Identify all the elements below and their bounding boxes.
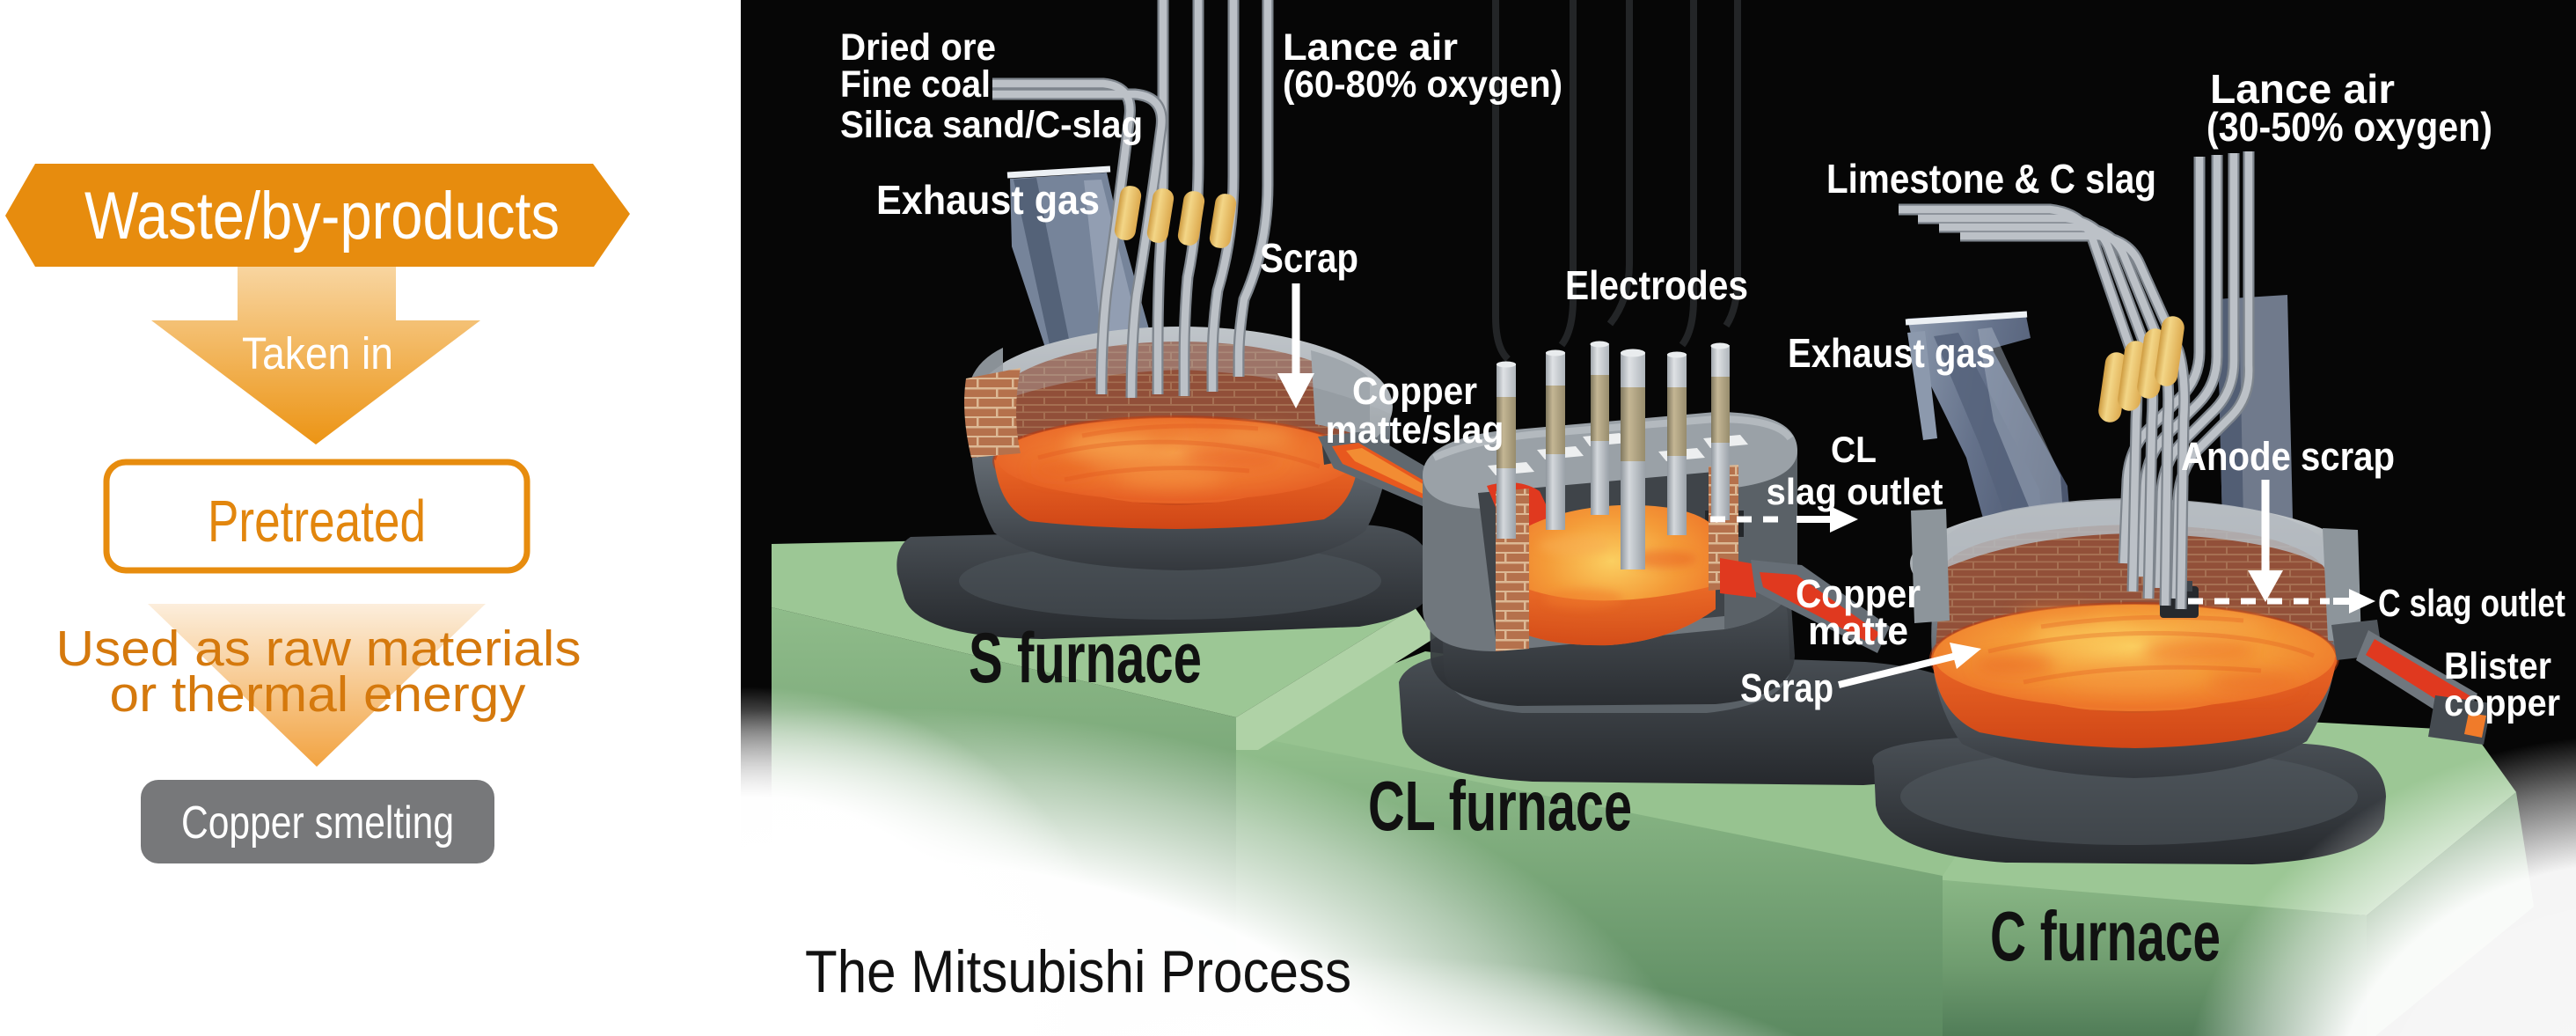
svg-text:Dried ore: Dried ore bbox=[840, 26, 996, 69]
svg-text:Pretreated: Pretreated bbox=[208, 489, 426, 555]
svg-text:S furnace: S furnace bbox=[969, 619, 1202, 698]
svg-text:or thermal energy: or thermal energy bbox=[110, 666, 527, 723]
svg-text:Lance air: Lance air bbox=[2210, 66, 2395, 112]
svg-text:Used as raw materials: Used as raw materials bbox=[56, 621, 582, 677]
svg-text:Exhaust gas: Exhaust gas bbox=[1788, 330, 1995, 376]
svg-text:CL furnace: CL furnace bbox=[1368, 767, 1632, 845]
svg-text:Copper: Copper bbox=[1352, 370, 1477, 413]
svg-text:Blister: Blister bbox=[2444, 645, 2551, 687]
svg-text:(60-80% oxygen): (60-80% oxygen) bbox=[1283, 63, 1562, 106]
svg-text:C furnace: C furnace bbox=[1990, 897, 2221, 975]
svg-text:matte/slag: matte/slag bbox=[1326, 408, 1504, 452]
svg-text:Copper: Copper bbox=[1796, 571, 1921, 616]
svg-text:The Mitsubishi Process: The Mitsubishi Process bbox=[805, 938, 1351, 1005]
svg-text:Taken in: Taken in bbox=[242, 328, 393, 378]
svg-text:Electrodes: Electrodes bbox=[1565, 262, 1748, 308]
svg-text:Scrap: Scrap bbox=[1740, 665, 1833, 710]
svg-text:(30-50% oxygen): (30-50% oxygen) bbox=[2206, 104, 2492, 150]
svg-text:Scrap: Scrap bbox=[1260, 235, 1358, 281]
svg-text:Lance air: Lance air bbox=[1283, 26, 1458, 69]
svg-text:Anode scrap: Anode scrap bbox=[2181, 434, 2395, 479]
svg-text:Limestone & C slag: Limestone & C slag bbox=[1826, 156, 2156, 202]
svg-text:Silica sand/C-slag: Silica sand/C-slag bbox=[840, 104, 1143, 146]
svg-text:Fine coal: Fine coal bbox=[840, 63, 991, 106]
svg-text:slag outlet: slag outlet bbox=[1767, 471, 1943, 512]
svg-text:matte: matte bbox=[1808, 608, 1908, 653]
svg-text:CL: CL bbox=[1831, 429, 1877, 470]
svg-text:Waste/by-products: Waste/by-products bbox=[84, 179, 560, 253]
svg-text:Exhaust gas: Exhaust gas bbox=[876, 177, 1100, 223]
svg-text:C slag outlet: C slag outlet bbox=[2378, 582, 2565, 625]
svg-text:Copper smelting: Copper smelting bbox=[181, 797, 454, 849]
svg-text:copper: copper bbox=[2444, 682, 2560, 724]
